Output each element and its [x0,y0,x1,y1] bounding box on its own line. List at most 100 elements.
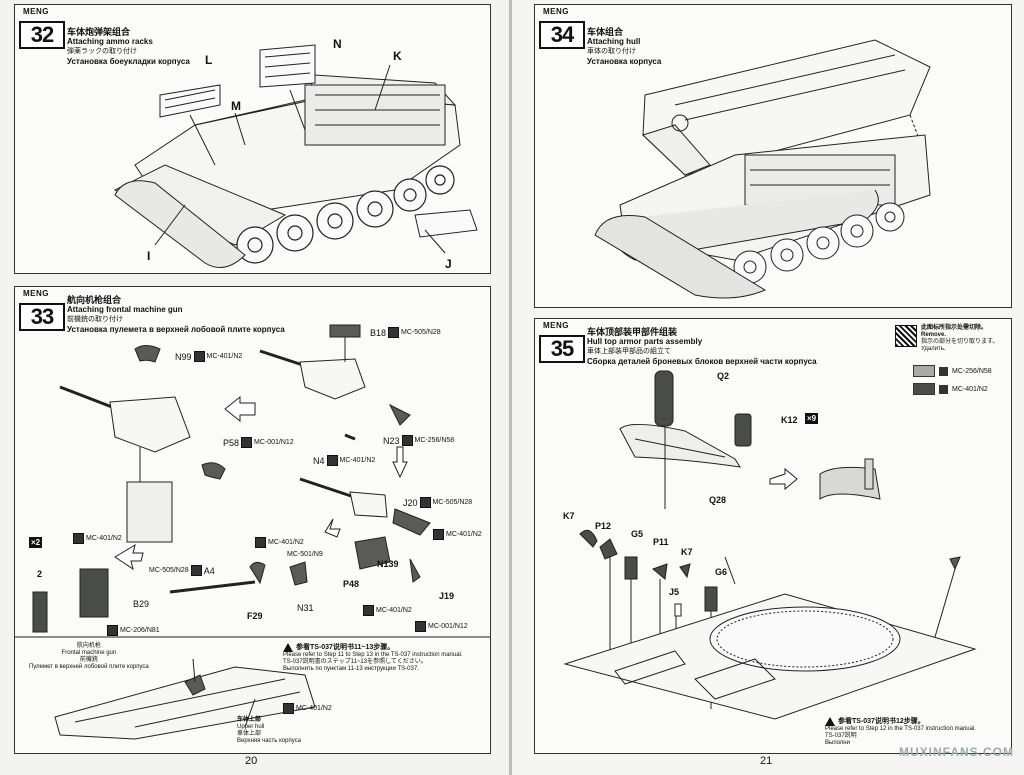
title-zh: 车体顶部装甲部件组装 [587,327,678,337]
legend-swatch [913,365,935,377]
paint-swatch [73,533,84,544]
upper-hull-zh: 车体上部 [237,717,262,723]
step-32-frame: MENG 32 车体炮弹架组合 Attaching ammo racks 弾薬ラ… [14,4,491,274]
part-id: N31 [297,603,314,613]
callout-M: M [231,99,241,113]
upper-hull-en: Upper hull [237,724,265,730]
paint-swatch [326,455,338,466]
paint-swatch [433,529,444,540]
callout-N: N [333,37,342,51]
step-number: 34 [539,21,585,49]
paint-swatch [419,497,431,508]
part-id: B18 [370,327,387,338]
times-badge: ×2 [29,537,43,548]
part-K12: K12 [781,415,798,425]
callout-J: J [445,257,452,271]
title-ru: Установка пулемета в верхней лобовой пли… [67,325,285,334]
sub-caption-zh: 航向机枪 [76,643,101,649]
paint-legend-row: MC-256/N58 [913,365,992,377]
paint-code: MC-206/N81 [120,627,160,634]
title-jp: 車体上部装甲部品の組立て [587,348,671,355]
sub-caption: 航向机枪 Frontal machine gun 前機銃 Пулемет в в… [29,643,149,671]
remove-en: Remove. [921,332,947,338]
paint-code: MC-501/N9 [287,551,323,558]
part-P11: P11 [653,537,669,547]
meng-logo: MENG [23,7,49,16]
paint-swatch [241,437,253,448]
paint-code: MC-401/N2 [296,705,332,712]
part-F29: F29 [247,611,263,621]
paint-code: MC-401/N2 [376,607,412,614]
part-id: A4 [203,565,215,576]
step-32-badge: MENG 32 [17,7,65,49]
reference-note: 参看TS-037说明书12步骤。 Please refer to Step 12… [825,717,1005,747]
title-en: Attaching hull [587,37,641,46]
meng-logo: MENG [543,321,569,330]
part-mc401-mid: MC-401/N2 [255,537,304,548]
title-jp: 車体の取り付け [587,48,636,55]
part-id: P58 [223,437,240,448]
part-P12: P12 [595,521,612,531]
remove-jp: 指示の部分を切り取ります。 [921,339,999,345]
part-mc401-upper: MC-401/N2 [283,703,332,714]
paint-code: MC-505/N28 [432,499,473,506]
part-J5: J5 [669,587,680,597]
left-page: MENG 32 车体炮弹架组合 Attaching ammo racks 弾薬ラ… [0,0,509,775]
step-number: 33 [19,303,65,331]
remove-legend: 此图标所指示处需切除。 Remove. 指示の部分を切り取ります。 Удалит… [895,325,998,353]
step-33-badge: MENG 33 [17,289,65,331]
ref-ru: Выполни [825,740,850,747]
hull-assembly-drawing [594,39,931,299]
page-number: 20 [245,755,258,767]
part-mc401-left: MC-401/N2 [73,533,122,544]
paint-code: MC-401/N2 [339,457,376,464]
title-ru: Сборка деталей броневых блоков верхней ч… [587,357,817,366]
title-en: Hull top armor parts assembly [587,337,703,346]
step-title: 车体组合 Attaching hull 車体の取り付け Установка ко… [587,27,661,67]
paint-code: MC-401/N2 [86,535,122,542]
title-en: Attaching ammo racks [67,37,153,46]
paint-swatch [107,625,118,636]
book-gutter [509,0,512,775]
sub-caption-jp: 前機銃 [79,657,98,663]
part-mc001-bottom: MC-001/N12 [415,621,468,632]
step-35-frame: MENG 35 车体顶部装甲部件组装 Hull top armor parts … [534,318,1012,754]
callout-I: I [147,249,151,263]
title-jp: 弾薬ラックの取り付け [67,48,137,55]
meng-logo: MENG [23,289,49,298]
part-mc501: MC-501/N9 [287,551,323,558]
step-number: 35 [539,335,585,363]
times-badge: ×9 [805,413,819,424]
paint-swatch [190,565,202,576]
part-J20: J20 MC-505/N28 [403,497,472,508]
paint-code: MC-001/N12 [254,439,294,446]
paint-code: MC-401/N2 [446,531,482,538]
part-B29: B29 [133,599,149,609]
page-number: 21 [760,755,773,767]
part-N139: N139 [377,559,399,569]
title-zh: 航向机枪组合 [67,295,122,305]
paint-legend-row: MC-401/N2 [913,383,988,395]
paint-code: MC-001/N12 [428,623,468,630]
paint-swatch [193,351,205,362]
watermark: MUXINFANS.COM [899,745,1014,759]
part-J19: J19 [439,591,455,601]
part-id: J20 [403,497,418,508]
title-jp: 前機銃の取り付け [67,316,123,323]
machine-gun-drawing [15,324,490,740]
cut-hatch-icon [895,325,917,347]
step-title: 车体炮弹架组合 Attaching ammo racks 弾薬ラックの取り付け … [67,27,190,67]
legend-code: MC-401/N2 [952,385,988,393]
part-P58: P58 MC-001/N12 [223,437,294,448]
paint-code: MC-401/N2 [268,539,304,546]
ref-zh: 参看TS-037说明书11~13步骤。 [296,644,395,652]
paint-code: MC-256/N58 [414,437,455,444]
title-ru: Установка корпуса [587,57,662,66]
part-G5: G5 [631,529,644,539]
legend-code: MC-256/N58 [952,367,992,375]
paint-swatch [255,537,266,548]
